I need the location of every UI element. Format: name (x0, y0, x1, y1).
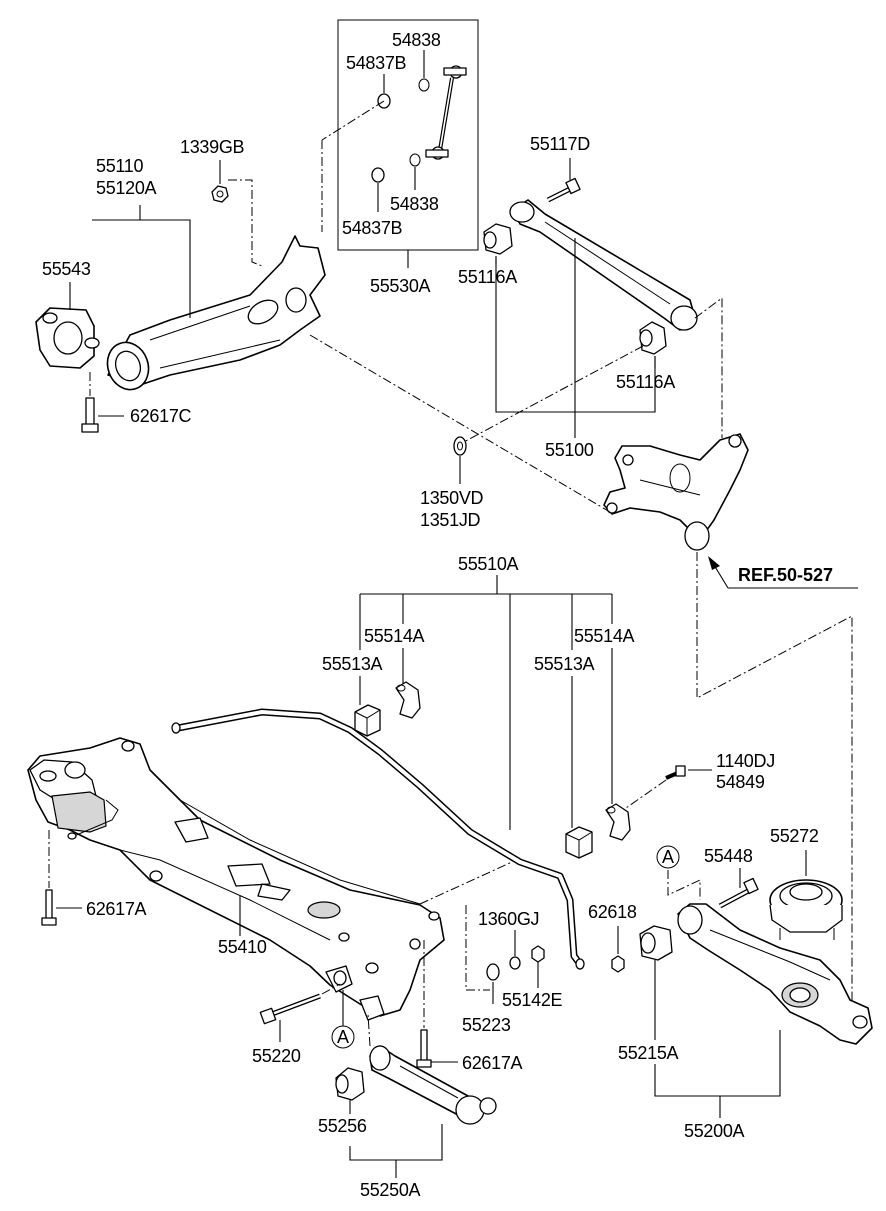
label-55543: 55543 (42, 259, 91, 279)
label-55514A-left: 55514A (364, 626, 425, 646)
bolt-55220 (259, 993, 321, 1025)
label-62617A-bottom: 62617A (462, 1053, 523, 1073)
label-55142E: 55142E (502, 990, 563, 1010)
label-55513A-right: 55513A (534, 654, 595, 674)
bushing-55215A (639, 925, 673, 961)
bushing-55116A-right (639, 321, 667, 355)
bolt-62617A-left (41, 889, 57, 926)
label-1351JD: 1351JD (420, 510, 481, 530)
label-circle-A-left: A (337, 1027, 349, 1047)
bolt-55117D (546, 177, 581, 203)
bolt-55448 (718, 877, 759, 909)
bushing-55256 (335, 1067, 365, 1101)
knuckle-part (603, 433, 749, 551)
label-62618: 62618 (588, 902, 637, 922)
label-62617C: 62617C (130, 406, 192, 426)
label-55530A: 55530A (370, 276, 431, 296)
label-55410: 55410 (218, 937, 267, 957)
label-54838-top: 54838 (392, 30, 441, 50)
label-55215A: 55215A (618, 1043, 679, 1063)
label-55220: 55220 (252, 1046, 301, 1066)
label-62617A-left: 62617A (86, 899, 147, 919)
nut-1360GJ (509, 956, 521, 970)
label-1339GB: 1339GB (180, 137, 245, 157)
label-55250A: 55250A (360, 1180, 421, 1200)
upper-arm-part (509, 199, 698, 331)
label-55514A-right: 55514A (574, 626, 635, 646)
bushing-55513A-left (354, 704, 381, 737)
bushing-54837B-bottom (371, 167, 385, 183)
label-55117D: 55117D (530, 134, 590, 154)
washer-54838-bottom (409, 153, 421, 167)
label-55223: 55223 (462, 1015, 511, 1035)
washer-55223 (486, 963, 500, 981)
lateral-link-part (369, 1045, 497, 1125)
label-54838-bottom: 54838 (390, 194, 439, 214)
label-55116A-left: 55116A (458, 267, 517, 287)
nut-1339GB (211, 185, 229, 203)
stabilizer-bar-part (171, 708, 585, 970)
label-55513A-left: 55513A (322, 654, 383, 674)
label-55110: 55110 (96, 156, 144, 176)
label-1360GJ: 1360GJ (478, 909, 539, 929)
bolt-62617C (81, 397, 99, 433)
callout-circle-A-right (656, 845, 680, 869)
label-55120A: 55120A (96, 178, 157, 198)
label-55256: 55256 (318, 1116, 367, 1136)
label-circle-A-right: A (662, 847, 674, 867)
bushing-55543 (35, 307, 100, 369)
label-55200A: 55200A (684, 1121, 745, 1141)
bracket-55514A-right (605, 803, 631, 841)
bolt-1140DJ (665, 765, 686, 780)
nut-62618 (611, 955, 625, 973)
label-55100: 55100 (545, 440, 594, 460)
spring-seat-55272 (769, 879, 843, 940)
label-55116A-right: 55116A (616, 372, 675, 392)
bolt-62617A-bottom (416, 1029, 432, 1068)
label-1140DJ: 1140DJ (716, 751, 775, 771)
nut-55142E (531, 945, 545, 963)
label-55448: 55448 (704, 846, 753, 866)
label-54837B-bottom: 54837B (342, 218, 403, 238)
washer-54838-top (418, 78, 430, 92)
label-1350VD: 1350VD (420, 488, 484, 508)
washer-1350VD (453, 436, 467, 456)
label-ref-50-527: REF.50-527 (738, 565, 833, 585)
crossmember-part (27, 737, 445, 1021)
label-55272: 55272 (770, 826, 819, 846)
ref-arrow (708, 556, 858, 589)
stabilizer-link-part (425, 65, 467, 160)
label-54849: 54849 (716, 772, 765, 792)
trailing-arm-part (106, 235, 326, 391)
bracket-55514A-left (395, 681, 421, 719)
stabilizer-link-kit (321, 19, 479, 268)
lower-arm-part (677, 903, 873, 1045)
label-55510A: 55510A (458, 554, 519, 574)
bushing-55513A-right (565, 826, 593, 859)
label-54837B-top: 54837B (346, 53, 407, 73)
bushing-55116A-left (483, 223, 513, 255)
